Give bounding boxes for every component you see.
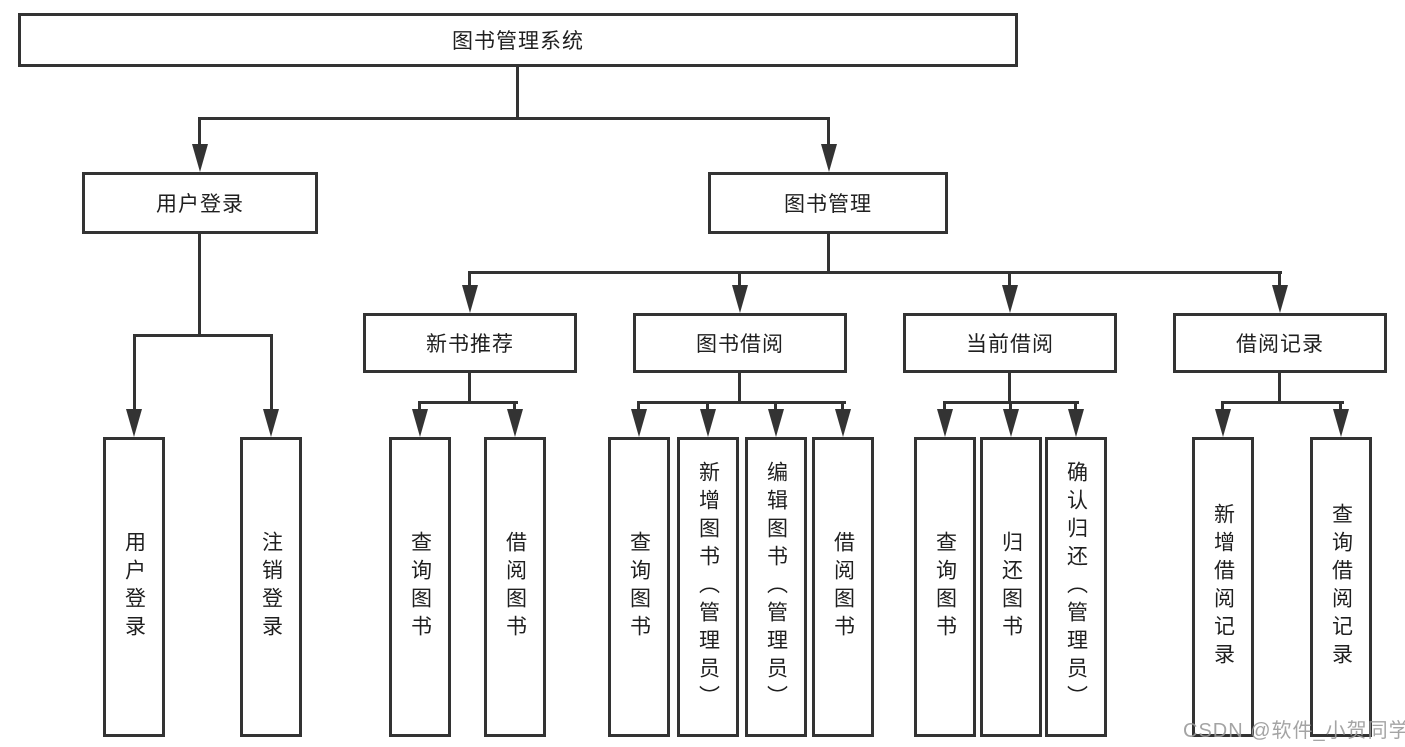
node-leaf-query-borrow-record: 查询借阅记录	[1310, 437, 1372, 737]
csdn-watermark: CSDN @软件_小贺同学	[1183, 720, 1405, 742]
connector-line	[738, 271, 741, 289]
node-new-book-recommend: 新书推荐	[363, 313, 577, 373]
connector-arrowhead	[821, 144, 837, 172]
leaf-label: 新增图书（管理员）	[696, 461, 720, 713]
node-root-label: 图书管理系统	[452, 30, 584, 53]
node-leaf-logout: 注销登录	[240, 437, 302, 737]
connector-line	[468, 271, 1282, 274]
connector-line	[418, 401, 421, 413]
connector-line	[774, 401, 777, 413]
connector-arrowhead	[1333, 409, 1349, 437]
leaf-label: 确认归还（管理员）	[1064, 461, 1088, 713]
connector-line	[1278, 371, 1281, 404]
connector-arrowhead	[126, 409, 142, 437]
connector-line	[1008, 371, 1011, 404]
connector-arrowhead	[412, 409, 428, 437]
connector-line	[943, 401, 946, 413]
connector-line	[1278, 271, 1281, 289]
node-current-borrow-label: 当前借阅	[966, 333, 1054, 356]
leaf-label: 用户登录	[122, 531, 146, 643]
connector-arrowhead	[1003, 409, 1019, 437]
node-leaf-user-login: 用户登录	[103, 437, 165, 737]
node-borrow-records-label: 借阅记录	[1236, 333, 1324, 356]
connector-arrowhead	[631, 409, 647, 437]
connector-arrowhead	[1272, 285, 1288, 313]
connector-arrowhead	[700, 409, 716, 437]
node-book-borrow-label: 图书借阅	[696, 333, 784, 356]
leaf-label: 查询图书	[408, 531, 432, 643]
node-leaf-query-books-2: 查询图书	[608, 437, 670, 737]
node-leaf-add-borrow-record: 新增借阅记录	[1192, 437, 1254, 737]
connector-line	[1339, 401, 1342, 413]
leaf-label: 查询图书	[933, 531, 957, 643]
connector-line	[133, 334, 136, 412]
leaf-label: 注销登录	[259, 531, 283, 643]
connector-line	[637, 401, 846, 404]
node-leaf-return-books: 归还图书	[980, 437, 1042, 737]
leaf-label: 归还图书	[999, 531, 1023, 643]
connector-arrowhead	[1068, 409, 1084, 437]
connector-line	[827, 232, 830, 274]
node-root: 图书管理系统	[18, 13, 1018, 67]
connector-arrowhead	[732, 285, 748, 313]
connector-line	[738, 371, 741, 404]
connector-arrowhead	[507, 409, 523, 437]
connector-line	[706, 401, 709, 413]
connector-arrowhead	[1215, 409, 1231, 437]
connector-arrowhead	[937, 409, 953, 437]
node-borrow-records: 借阅记录	[1173, 313, 1387, 373]
leaf-label: 借阅图书	[831, 531, 855, 643]
connector-line	[1074, 401, 1077, 413]
node-new-book-recommend-label: 新书推荐	[426, 333, 514, 356]
leaf-label: 查询借阅记录	[1329, 503, 1353, 671]
connector-line	[418, 401, 518, 404]
connector-line	[1008, 271, 1011, 289]
connector-arrowhead	[462, 285, 478, 313]
connector-line	[1221, 401, 1344, 404]
connector-line	[1221, 401, 1224, 413]
connector-arrowhead	[263, 409, 279, 437]
connector-line	[198, 117, 201, 147]
connector-line	[133, 334, 273, 337]
connector-line	[468, 371, 471, 404]
connector-line	[841, 401, 844, 413]
node-user-login-branch-label: 用户登录	[156, 193, 244, 216]
connector-arrowhead	[192, 144, 208, 172]
node-leaf-edit-books-admin: 编辑图书（管理员）	[745, 437, 807, 737]
connector-arrowhead	[1002, 285, 1018, 313]
node-book-borrow: 图书借阅	[633, 313, 847, 373]
leaf-label: 借阅图书	[503, 531, 527, 643]
node-leaf-add-books-admin: 新增图书（管理员）	[677, 437, 739, 737]
connector-arrowhead	[835, 409, 851, 437]
node-book-management: 图书管理	[708, 172, 948, 234]
leaf-label: 编辑图书（管理员）	[764, 461, 788, 713]
connector-line	[827, 117, 830, 147]
node-leaf-confirm-return-admin: 确认归还（管理员）	[1045, 437, 1107, 737]
connector-line	[468, 271, 471, 289]
node-leaf-query-books-3: 查询图书	[914, 437, 976, 737]
node-leaf-query-books-1: 查询图书	[389, 437, 451, 737]
connector-line	[1009, 401, 1012, 413]
leaf-label: 查询图书	[627, 531, 651, 643]
connector-line	[637, 401, 640, 413]
connector-line	[198, 232, 201, 337]
node-leaf-borrow-books-2: 借阅图书	[812, 437, 874, 737]
connector-arrowhead	[768, 409, 784, 437]
node-book-management-label: 图书管理	[784, 193, 872, 216]
connector-line	[198, 117, 830, 120]
connector-line	[516, 65, 519, 120]
connector-line	[270, 334, 273, 412]
connector-line	[513, 401, 516, 413]
node-leaf-borrow-books-1: 借阅图书	[484, 437, 546, 737]
node-current-borrow: 当前借阅	[903, 313, 1117, 373]
node-user-login-branch: 用户登录	[82, 172, 318, 234]
leaf-label: 新增借阅记录	[1211, 503, 1235, 671]
